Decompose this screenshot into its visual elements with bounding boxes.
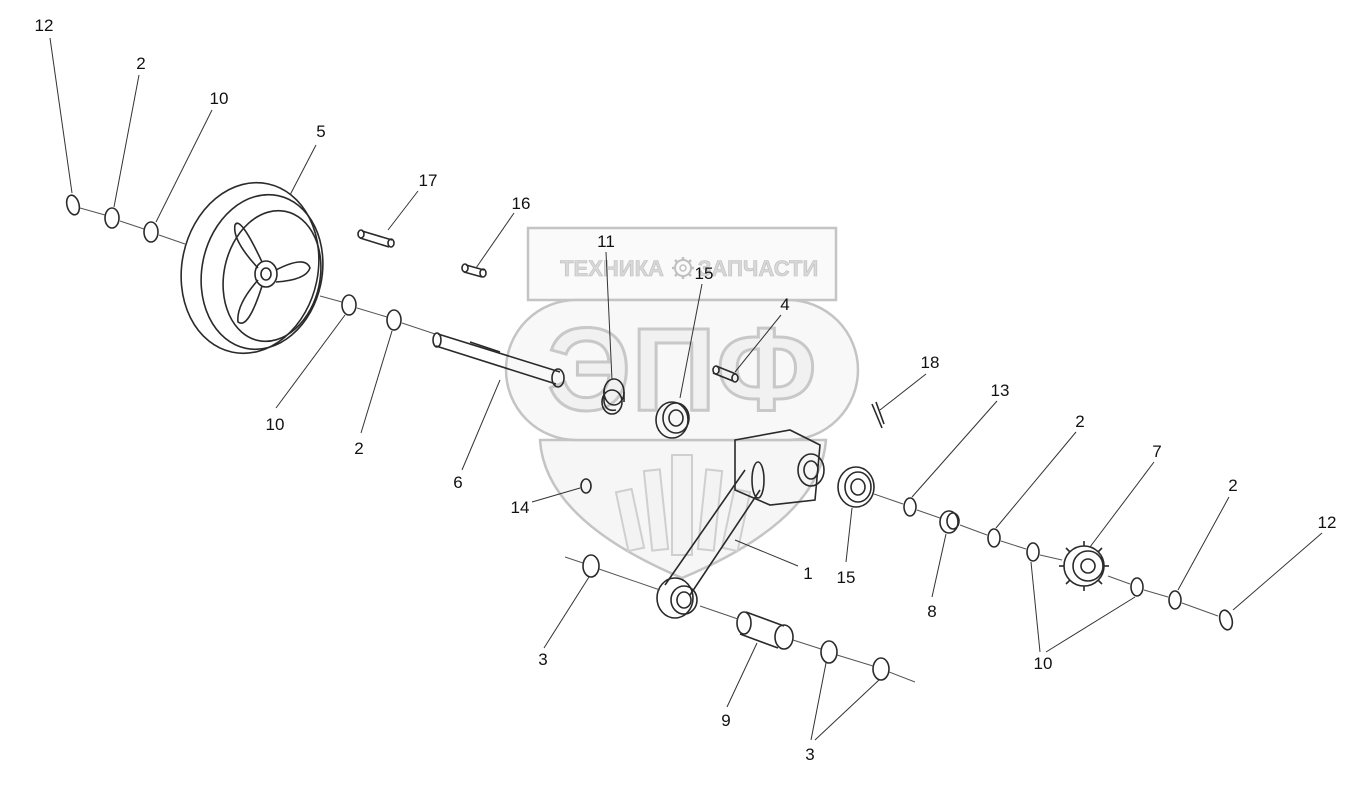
callout-4: 4 <box>780 295 789 314</box>
callout-10-top-left: 10 <box>210 89 229 108</box>
watermark-left-text: ТЕХНИКА <box>560 256 664 281</box>
ring-3-left <box>582 554 600 578</box>
pin-16 <box>461 263 487 278</box>
washer-2-left <box>104 207 120 229</box>
sprocket-7 <box>1059 541 1109 591</box>
shaft-6 <box>432 332 565 388</box>
callout-2-pulley: 2 <box>354 439 363 458</box>
parts <box>65 181 1234 683</box>
callout-17: 17 <box>419 171 438 190</box>
leader-lines <box>49 37 1323 741</box>
callout-2-top-left: 2 <box>136 54 145 73</box>
ring-13 <box>903 497 917 517</box>
pin-4 <box>712 365 739 383</box>
callout-16: 16 <box>512 194 531 213</box>
callout-12-top-left: 12 <box>35 16 54 35</box>
callout-8: 8 <box>927 602 936 621</box>
callout-9: 9 <box>721 711 730 730</box>
ring-10-right-b <box>1130 577 1144 597</box>
callout-2-far-right: 2 <box>1228 476 1237 495</box>
watermark-top-banner <box>526 226 838 302</box>
bushing-11 <box>601 378 625 415</box>
callout-6: 6 <box>453 473 462 492</box>
callout-3-left: 3 <box>538 650 547 669</box>
bushing-9 <box>736 611 794 650</box>
washer-2-far-right <box>1168 590 1182 610</box>
watermark-big-text: ЭПФ <box>547 304 816 436</box>
bearing-15-upper <box>655 401 690 439</box>
callout-18: 18 <box>921 353 940 372</box>
bushing-8 <box>939 510 960 534</box>
set-screw-14 <box>580 478 592 494</box>
ring-3-right-b <box>872 657 890 681</box>
tensioner-arm-1 <box>656 429 825 619</box>
callout-1: 1 <box>803 564 812 583</box>
callout-10-right: 10 <box>1034 654 1053 673</box>
callout-15-upper: 15 <box>695 264 714 283</box>
watermark-pill <box>504 298 860 442</box>
callout-labels: 12 2 10 5 17 16 11 15 4 18 13 2 7 2 12 1… <box>35 16 1337 764</box>
pulley-5 <box>180 181 324 355</box>
watermark-logo: ТЕХНИКА ЗАПЧАСТИ ЭПФ <box>504 226 860 580</box>
washer-2-right <box>987 528 1001 548</box>
callout-3-bottom: 3 <box>805 745 814 764</box>
callout-2-right-upper: 2 <box>1075 412 1084 431</box>
snap-ring-12-right <box>1218 609 1234 631</box>
gear-icon <box>672 257 694 279</box>
bearing-15-lower <box>837 466 875 508</box>
callout-13: 13 <box>991 381 1010 400</box>
watermark-right-text: ЗАПЧАСТИ <box>698 256 819 281</box>
ring-10-right-a <box>1026 542 1040 562</box>
pin-17 <box>357 229 395 248</box>
callout-12-right: 12 <box>1318 513 1337 532</box>
snap-ring-12-left <box>65 194 81 216</box>
ring-10-left <box>143 221 159 243</box>
callout-14: 14 <box>511 498 530 517</box>
callout-10-pulley: 10 <box>266 415 285 434</box>
cotter-pin-18 <box>871 401 885 429</box>
callout-11: 11 <box>597 232 615 251</box>
callout-7: 7 <box>1152 442 1161 461</box>
ring-10-pulley <box>341 294 357 316</box>
callout-15-lower: 15 <box>837 568 856 587</box>
washer-2-pulley <box>386 309 402 331</box>
ring-3-right-a <box>820 640 838 664</box>
callout-5: 5 <box>316 122 325 141</box>
